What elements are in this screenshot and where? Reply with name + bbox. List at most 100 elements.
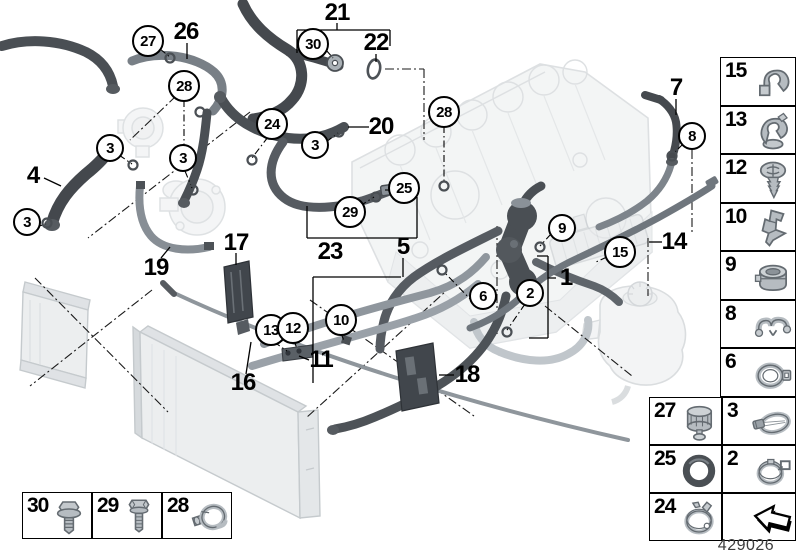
legend-box-2[interactable]: 2 <box>722 444 796 493</box>
legend-number: 2 <box>727 446 739 470</box>
callout-19[interactable]: 19 <box>143 254 170 281</box>
clamp-marks <box>41 52 678 338</box>
callout-circled-3[interactable]: 3 <box>301 131 329 159</box>
legend-number: 15 <box>725 59 747 82</box>
legend-number: 9 <box>725 253 737 276</box>
callout-26[interactable]: 26 <box>173 18 200 45</box>
legend-box-3[interactable]: 3 <box>722 396 796 445</box>
callout-21[interactable]: 21 <box>324 0 351 26</box>
thermostat-ghost <box>117 107 164 158</box>
band-clamp-icon <box>755 362 792 389</box>
callout-circled-24[interactable]: 24 <box>256 108 288 140</box>
hose-5-main <box>375 226 503 354</box>
callout-circled-9[interactable]: 9 <box>548 214 576 242</box>
flange-bolt-icon <box>56 501 82 535</box>
callout-circled-8[interactable]: 8 <box>678 122 706 150</box>
ear-clamp-icon <box>684 500 714 534</box>
spring-band-clamp-icon <box>756 458 791 486</box>
vent-pipe-16-fitting <box>160 280 177 297</box>
hose-21 <box>237 0 308 125</box>
callout-23[interactable]: 23 <box>317 238 344 265</box>
pipe-clip-10 <box>340 334 352 346</box>
legend-number: 29 <box>97 494 119 517</box>
callout-7[interactable]: 7 <box>669 74 683 101</box>
hose-7-elbow <box>641 91 665 104</box>
callout-circled-3[interactable]: 3 <box>13 208 41 236</box>
callout-circled-28[interactable]: 28 <box>168 70 200 102</box>
spring-clamp-icon <box>686 405 713 441</box>
expansion-tank-ghost <box>581 281 687 405</box>
legend-number: 25 <box>654 446 676 470</box>
callout-circled-12[interactable]: 12 <box>277 312 309 344</box>
callout-17[interactable]: 17 <box>223 229 250 256</box>
hose-23 <box>266 137 395 212</box>
callout-20[interactable]: 20 <box>368 113 395 140</box>
callout-circled-2[interactable]: 2 <box>516 279 544 307</box>
legend-box-28[interactable]: 28 <box>162 492 232 539</box>
callout-circled-3[interactable]: 3 <box>96 134 124 162</box>
hex-bolt-icon <box>128 499 150 533</box>
callout-11[interactable]: 11 <box>309 346 333 373</box>
legend-box-15[interactable]: 15 <box>720 57 796 106</box>
callout-circled-30[interactable]: 30 <box>297 28 329 60</box>
hose-7 <box>655 95 681 164</box>
legend-box-29[interactable]: 29 <box>92 492 162 539</box>
legend-box-8[interactable]: 8 <box>720 299 796 348</box>
radiator <box>132 325 321 520</box>
direction-arrow-icon <box>753 503 792 534</box>
legend-box-6[interactable]: 6 <box>720 348 796 397</box>
hose-clamp-icon <box>191 503 228 531</box>
callout-circled-25[interactable]: 25 <box>388 172 420 204</box>
hose-4 <box>46 146 114 229</box>
legend-number: 28 <box>167 494 189 517</box>
vent-pipe-16 <box>170 290 630 442</box>
legend-number: 30 <box>27 494 49 517</box>
callout-18[interactable]: 18 <box>454 361 481 388</box>
callout-14[interactable]: 14 <box>661 228 688 255</box>
legend-box-27[interactable]: 27 <box>649 396 722 445</box>
callout-circled-29[interactable]: 29 <box>334 196 366 228</box>
legend-number: 13 <box>725 107 747 131</box>
legend-box-12[interactable]: 12 <box>720 154 796 203</box>
callout-circled-6[interactable]: 6 <box>469 282 497 310</box>
legend-box-24[interactable]: 24 <box>649 492 722 541</box>
double-hose-clip-icon <box>754 316 792 338</box>
auxiliary-radiator <box>19 281 91 389</box>
legend-box-30[interactable]: 30 <box>22 492 92 539</box>
worm-drive-clamp-icon <box>752 411 791 435</box>
legend-box-direction-arrow[interactable] <box>722 492 796 541</box>
callout-circled-3[interactable]: 3 <box>169 144 197 172</box>
callout-4[interactable]: 4 <box>26 162 40 189</box>
callout-circled-28[interactable]: 28 <box>428 96 460 128</box>
hose-19 <box>135 182 213 254</box>
legend-box-9[interactable]: 9 <box>720 251 796 300</box>
legend-box-25[interactable]: 25 <box>649 444 722 493</box>
callout-1[interactable]: 1 <box>559 264 573 291</box>
callout-circled-10[interactable]: 10 <box>325 304 357 336</box>
callout-circled-27[interactable]: 27 <box>132 25 164 57</box>
legend-box-13[interactable]: 13 <box>720 105 796 154</box>
label-lines <box>43 23 677 383</box>
expanding-rivet-icon <box>759 161 787 199</box>
legend-number: 12 <box>725 156 747 179</box>
guide-lines <box>29 68 693 419</box>
bracket-17 <box>223 260 254 335</box>
pipe-clip-icon <box>760 112 788 150</box>
legend-number: 6 <box>725 350 737 373</box>
legend-box-10[interactable]: 10 <box>720 202 796 251</box>
hose-20 <box>216 93 349 144</box>
hose-26-down <box>179 108 212 206</box>
callout-5[interactable]: 5 <box>396 233 410 260</box>
callout-circled-15[interactable]: 15 <box>604 236 636 268</box>
callout-22[interactable]: 22 <box>363 29 390 56</box>
bracket-holder-icon <box>761 209 788 247</box>
hose-14 <box>466 182 716 332</box>
callout-16[interactable]: 16 <box>230 369 257 396</box>
hose-7-lower <box>595 161 675 231</box>
part-number: 429026 <box>717 537 775 554</box>
legend-number: 10 <box>725 204 747 228</box>
legend-number: 24 <box>654 494 676 518</box>
legend-number: 8 <box>725 301 737 325</box>
